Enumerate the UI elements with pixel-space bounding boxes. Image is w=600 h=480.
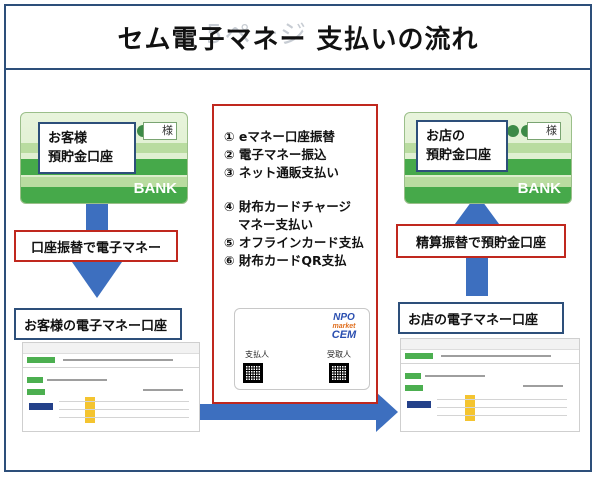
customer-emoney-label: お客様の電子マネー口座: [14, 308, 182, 340]
logo-npo: NPO: [333, 312, 355, 323]
card-name-field: 様: [143, 122, 177, 140]
logo-market: market: [332, 323, 356, 330]
shop-emoney-screen-thumbnail: [400, 338, 580, 432]
payment-method-item: ② 電子マネー振込: [224, 147, 327, 162]
shop-bank-label: お店の 預貯金口座: [416, 120, 508, 172]
customer-bank-label: お客様 預貯金口座: [38, 122, 136, 174]
payment-methods-list: ① eマネー口座振替 ② 電子マネー振込 ③ ネット通販支払い ④ 財布カードチ…: [224, 128, 374, 270]
card-name-field: 様: [527, 122, 561, 140]
logo-cem: CEM: [331, 329, 357, 341]
npo-cem-logo: NPO market CEM: [329, 312, 359, 341]
page-watermark: 5ページ: [206, 20, 309, 50]
page-title: セム電子マネー 支払いの流れ: [117, 24, 479, 55]
shop-emoney-label: お店の電子マネー口座: [398, 302, 564, 334]
payment-method-item: ③ ネット通販支払い: [224, 165, 339, 180]
wallet-card: NPO market CEM 支払人 受取人: [234, 308, 370, 390]
payer-qr-code-icon: [243, 363, 263, 383]
shop-bank-label-line1: お店の: [426, 129, 466, 144]
bank-label: BANK: [133, 180, 177, 197]
customer-emoney-screen-thumbnail: [22, 342, 200, 432]
payment-method-item: マネー支払い: [238, 217, 314, 232]
customer-transfer-label: 口座振替で電子マネー: [14, 230, 178, 262]
right-arrow-icon: [198, 392, 398, 432]
payee-qr-code-icon: [329, 363, 349, 383]
payment-method-item: ④ 財布カードチャージ: [224, 199, 352, 214]
shop-bank-label-line2: 預貯金口座: [426, 148, 492, 163]
title-bar: 5ページ セム電子マネー 支払いの流れ: [4, 4, 592, 70]
bank-label: BANK: [517, 180, 561, 197]
payment-method-item: ⑤ オフラインカード支払: [224, 235, 364, 250]
payment-method-item: ⑥ 財布カードQR支払: [224, 253, 347, 268]
payment-method-item: ① eマネー口座振替: [224, 129, 335, 144]
payee-label: 受取人: [327, 350, 351, 359]
shop-settlement-label: 精算振替で預貯金口座: [396, 224, 566, 258]
customer-bank-label-line1: お客様: [48, 131, 88, 146]
payer-label: 支払人: [245, 350, 269, 359]
customer-bank-label-line2: 預貯金口座: [48, 150, 114, 165]
